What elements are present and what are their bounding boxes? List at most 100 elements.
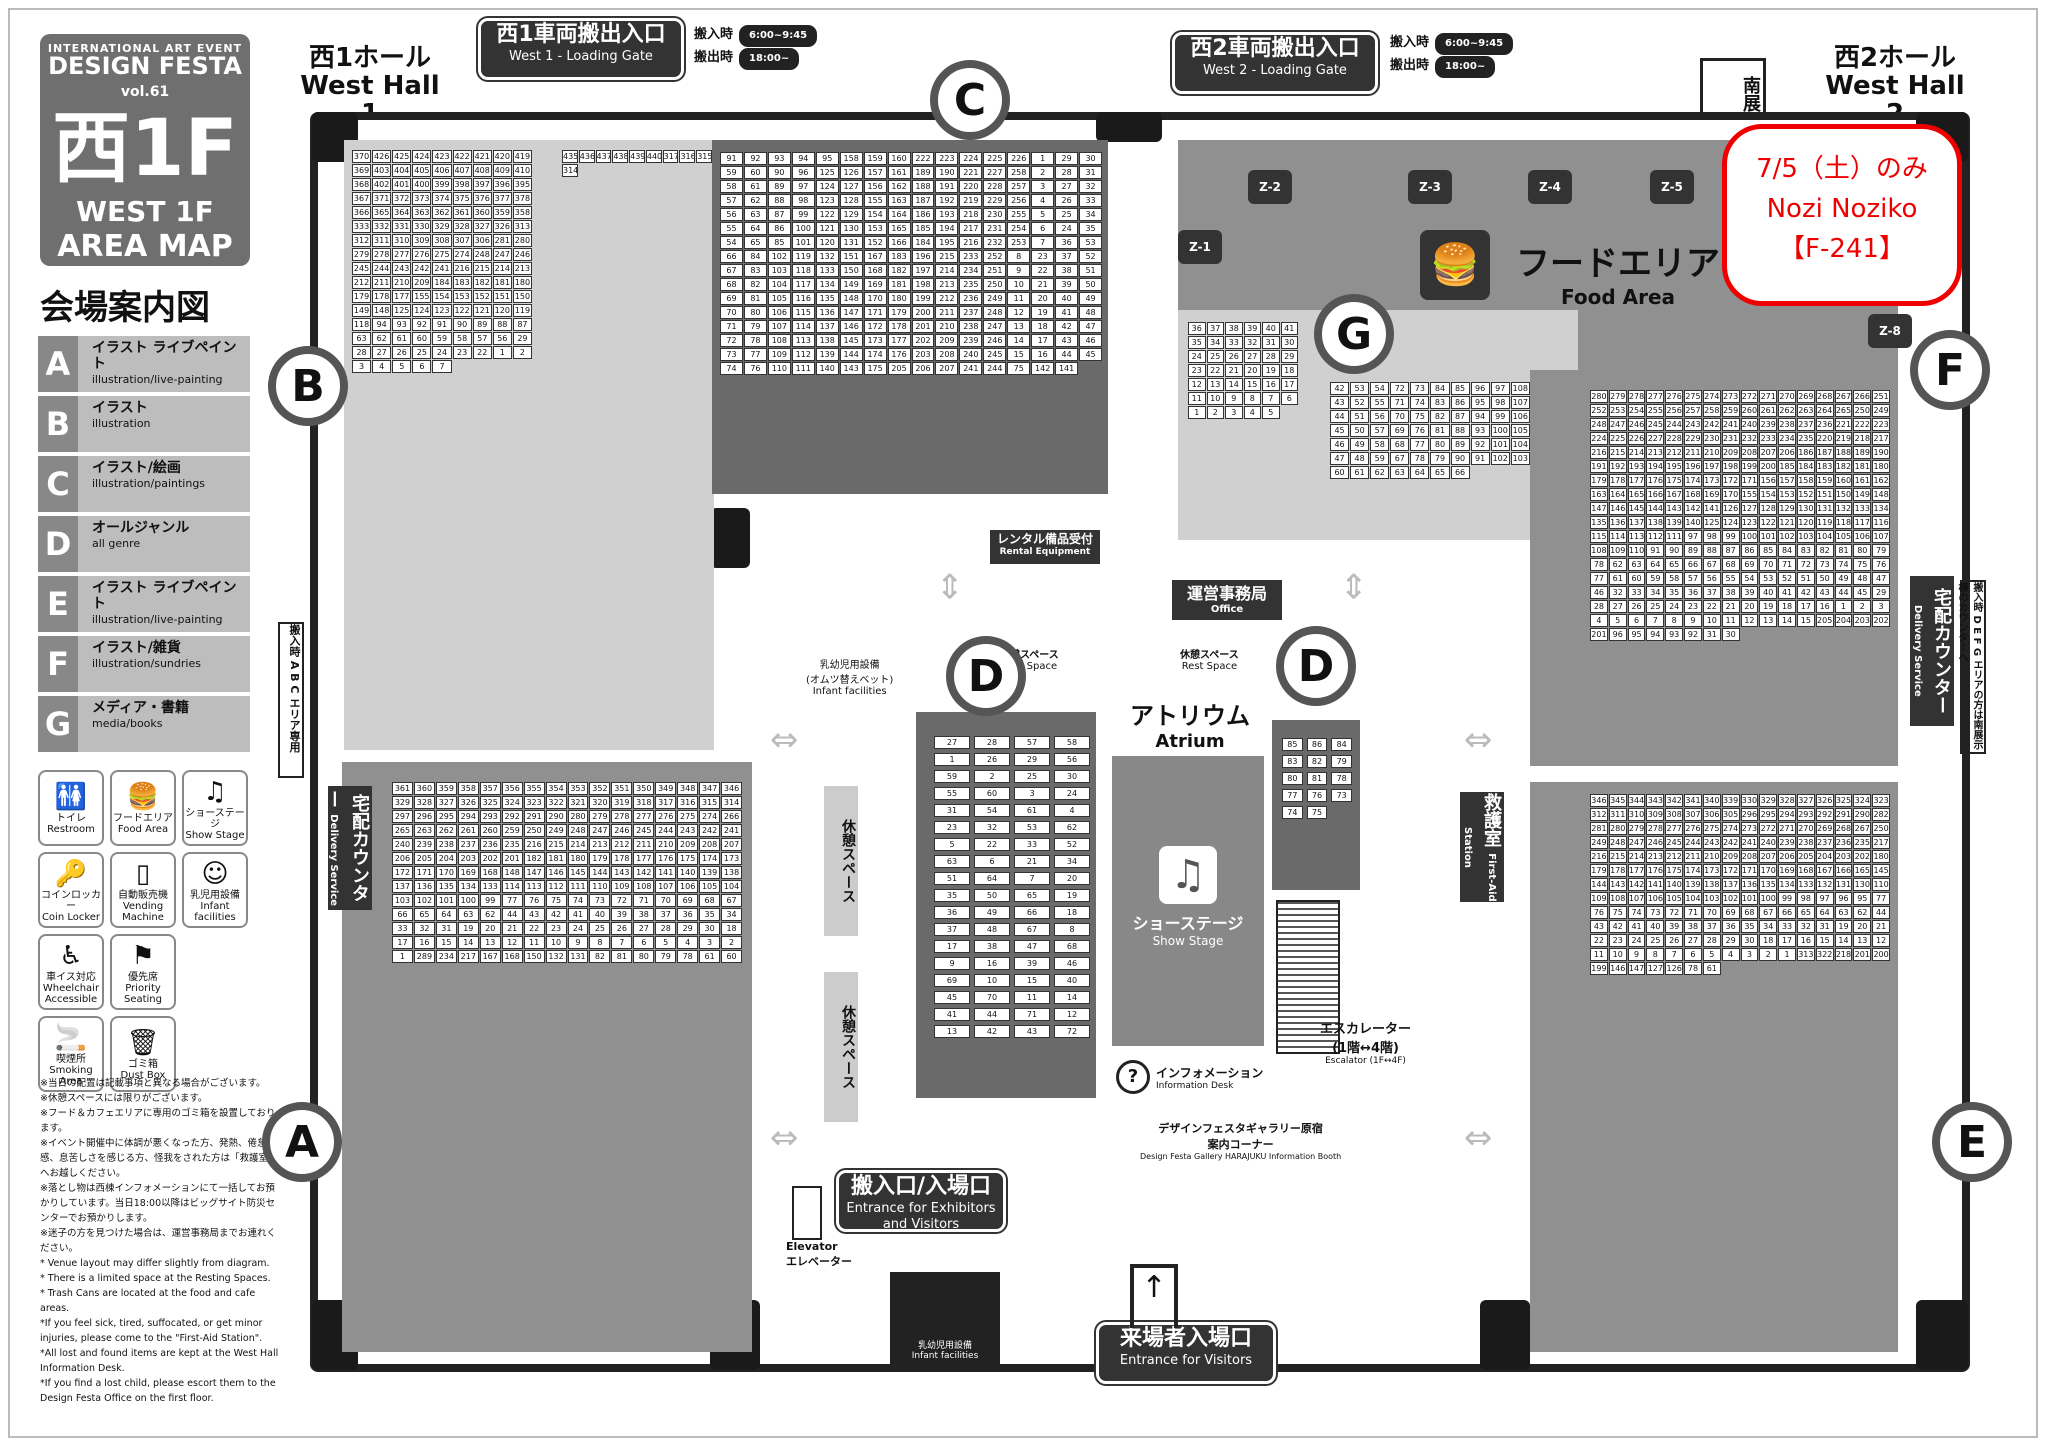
booth: 207	[1759, 850, 1778, 863]
booth: 140	[815, 362, 839, 375]
booth: 118	[791, 264, 815, 277]
booth: 41	[567, 908, 589, 921]
booth: 90	[767, 166, 791, 179]
booth: 321	[567, 796, 589, 809]
booth: 15	[1014, 974, 1050, 987]
booth: 257	[1007, 180, 1031, 193]
booth: 108	[1608, 892, 1627, 905]
booth: 135	[1759, 878, 1778, 891]
booth: 142	[1627, 878, 1646, 891]
booth: 68	[699, 894, 721, 907]
booth: 135	[1590, 516, 1608, 529]
booth: 3	[1014, 787, 1050, 800]
booth: 152	[1796, 488, 1815, 501]
booth: 126	[1721, 502, 1740, 515]
booth: 144	[1590, 878, 1608, 891]
booth: 260	[479, 824, 501, 837]
music-icon: ♫	[203, 776, 227, 807]
booth: 172	[1721, 864, 1740, 877]
booth: 123	[432, 304, 452, 317]
booth: 73	[589, 894, 611, 907]
booth: 210	[655, 838, 677, 851]
booth: 211	[1684, 446, 1702, 459]
booth: 250	[523, 824, 545, 837]
booth: 19	[1759, 600, 1778, 613]
booth: 145	[1627, 502, 1646, 515]
booth: 27	[934, 736, 970, 749]
booth: 32	[1243, 336, 1261, 349]
smoking-icon: 🚬	[54, 1022, 88, 1053]
booth: 65	[1430, 466, 1450, 479]
booth: 61	[392, 332, 412, 345]
booth: 108	[1590, 544, 1608, 557]
defg-loading-note: 搬入時 D E F G エリアの方は南展示棟のカウンターへ	[1956, 580, 1986, 754]
booth: 77	[743, 348, 767, 361]
booth: 274	[452, 248, 472, 261]
booth: 146	[839, 320, 863, 333]
booth: 248	[983, 306, 1007, 319]
zone-marker-f: F	[1910, 330, 1990, 410]
booth: 171	[1740, 474, 1759, 487]
booth: 116	[1872, 516, 1890, 529]
music-icon: ♫	[1159, 846, 1217, 904]
booth: 50	[1079, 278, 1102, 291]
booth: 181	[492, 276, 512, 289]
booth: 20	[1740, 600, 1759, 613]
booth: 72	[1665, 906, 1684, 919]
booth: 21	[1225, 364, 1243, 377]
booth: 41	[1778, 586, 1796, 599]
booth: 53	[1759, 572, 1778, 585]
booth: 174	[863, 348, 887, 361]
booth: 141	[655, 866, 677, 879]
booth: 376	[472, 192, 492, 205]
booth: 424	[412, 150, 432, 163]
booth: 45	[1079, 348, 1102, 361]
booth: 62	[1370, 466, 1390, 479]
booth: 52	[1079, 250, 1102, 263]
booth: 173	[863, 334, 887, 347]
escalator-label: エスカレーター(1階↔4階)Escalator (1F↔4F)	[1320, 1022, 1412, 1066]
booth: 270	[1796, 822, 1815, 835]
booth: 10	[1608, 948, 1627, 961]
booth: 249	[983, 292, 1007, 305]
booth: 59	[720, 166, 743, 179]
booth: 31	[1815, 920, 1834, 933]
booth: 156	[863, 180, 887, 193]
booth: 114	[791, 320, 815, 333]
booth: 202	[1853, 850, 1872, 863]
booth: 167	[479, 950, 501, 963]
booth: 261	[1759, 404, 1778, 417]
booth: 173	[1702, 474, 1721, 487]
booth: 243	[1702, 836, 1721, 849]
booth: 152	[472, 290, 492, 303]
booth: 131	[567, 950, 589, 963]
booth: 143	[611, 866, 633, 879]
icon-label: 車イス対応	[46, 971, 96, 983]
booth: 165	[887, 222, 911, 235]
booth: 181	[887, 278, 911, 291]
booth: 149	[352, 304, 372, 317]
booth: 308	[432, 234, 452, 247]
note-line: *If you find a lost child, please escort…	[40, 1378, 276, 1404]
booth: 342	[1665, 794, 1684, 807]
booth: 36	[1721, 920, 1740, 933]
booth: 79	[1430, 452, 1450, 465]
booth: 242	[699, 824, 721, 837]
booth: 296	[1740, 808, 1759, 821]
booth: 203	[457, 852, 479, 865]
booth: 347	[699, 782, 721, 795]
booth: 13	[1853, 934, 1872, 947]
booth: 182	[523, 852, 545, 865]
booth: 370	[352, 150, 372, 163]
booth: 12	[1007, 306, 1031, 319]
booth: 209	[412, 276, 432, 289]
booth: 97	[1684, 530, 1702, 543]
booth: 127	[1740, 502, 1759, 515]
booth: 28	[1262, 350, 1280, 363]
booth: 120	[1796, 516, 1815, 529]
booth: 277	[1646, 390, 1665, 403]
